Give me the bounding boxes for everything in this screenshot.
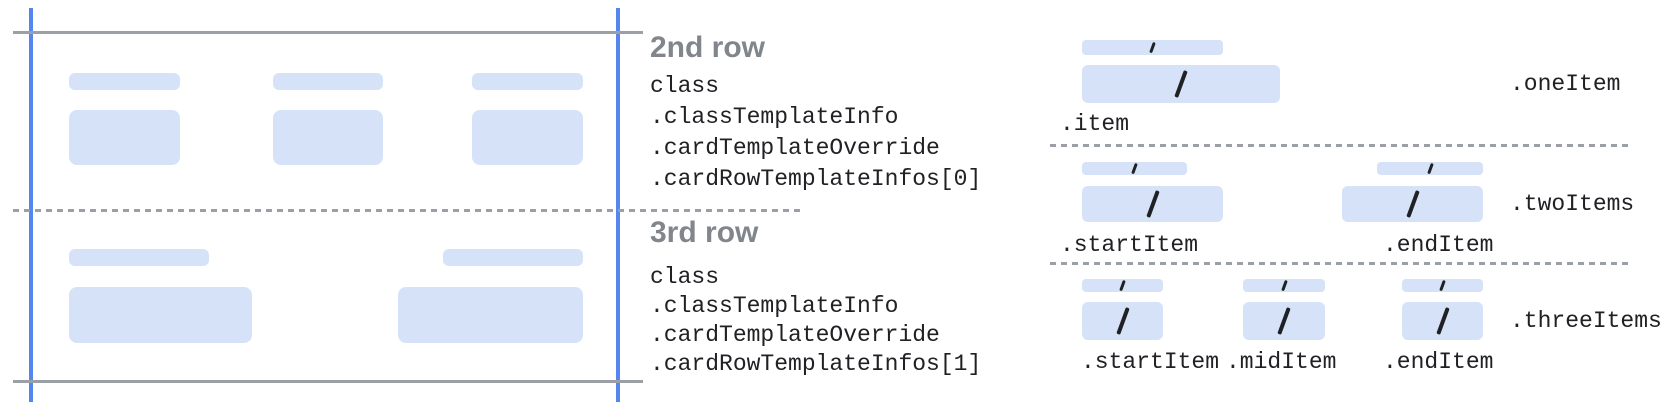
slash-glyph [1435, 307, 1450, 335]
placeholder-label-bar [273, 73, 383, 90]
code-line: .cardTemplateOverride [650, 322, 940, 348]
slash-glyph [1405, 190, 1420, 218]
item-label-bar [1377, 162, 1483, 175]
row-heading: 2nd row [650, 31, 766, 64]
row-heading: 3rd row [650, 216, 759, 249]
code-line: .cardRowTemplateInfos[1] [650, 351, 982, 377]
card-top-guide [13, 31, 643, 34]
placeholder-label-bar [443, 249, 583, 266]
code-line: .cardRowTemplateInfos[0] [650, 166, 982, 192]
item-label-bar [1082, 40, 1223, 55]
row-divider-dashed [13, 209, 800, 212]
item-value-box [1082, 302, 1163, 340]
row-code-path: class .classTemplateInfo .cardTemplateOv… [650, 263, 981, 379]
slash-glyph [1119, 279, 1126, 292]
slash-glyph [1280, 279, 1288, 292]
card-right-edge-guide [616, 8, 620, 402]
placeholder-value-box [398, 287, 583, 343]
code-line: class [650, 73, 720, 99]
code-line: .classTemplateInfo [650, 293, 899, 319]
layout-name-label: .twoItems [1510, 191, 1635, 217]
item-label-bar [1243, 279, 1325, 292]
slash-glyph [1277, 307, 1291, 335]
slash-glyph [1149, 41, 1156, 54]
item-field-label: .startItem [1060, 232, 1199, 258]
card-bottom-guide [13, 380, 643, 383]
slash-glyph [1145, 190, 1160, 218]
item-value-box [1082, 65, 1280, 103]
item-value-box [1243, 302, 1325, 340]
layout-name-label: .threeItems [1510, 308, 1662, 334]
slash-glyph [1439, 279, 1446, 292]
placeholder-value-box [273, 110, 383, 165]
placeholder-value-box [472, 110, 583, 165]
slash-glyph [1174, 70, 1188, 98]
item-field-label: .midItem [1226, 349, 1337, 375]
item-field-label: .endItem [1383, 232, 1494, 258]
item-field-label: .item [1060, 111, 1130, 137]
section-divider-dashed [1050, 144, 1630, 147]
section-divider-dashed [1050, 262, 1630, 265]
card-left-edge-guide [29, 8, 33, 402]
placeholder-label-bar [69, 73, 180, 90]
item-label-bar [1082, 279, 1163, 292]
item-field-label: .endItem [1383, 349, 1494, 375]
placeholder-label-bar [69, 249, 209, 266]
item-value-box [1082, 186, 1223, 222]
slash-glyph [1115, 307, 1130, 335]
slash-glyph [1426, 162, 1434, 175]
item-label-bar [1082, 162, 1187, 175]
code-line: .classTemplateInfo [650, 104, 899, 130]
placeholder-label-bar [472, 73, 583, 90]
code-line: class [650, 264, 720, 290]
item-label-bar [1402, 279, 1483, 292]
layout-name-label: .oneItem [1510, 71, 1621, 97]
item-value-box [1342, 186, 1483, 222]
item-field-label: .startItem [1081, 349, 1220, 375]
placeholder-value-box [69, 110, 180, 165]
placeholder-value-box [69, 287, 252, 343]
code-line: .cardTemplateOverride [650, 135, 940, 161]
row-code-path: class .classTemplateInfo .cardTemplateOv… [650, 71, 981, 195]
item-value-box [1402, 302, 1483, 340]
slash-glyph [1131, 162, 1138, 175]
